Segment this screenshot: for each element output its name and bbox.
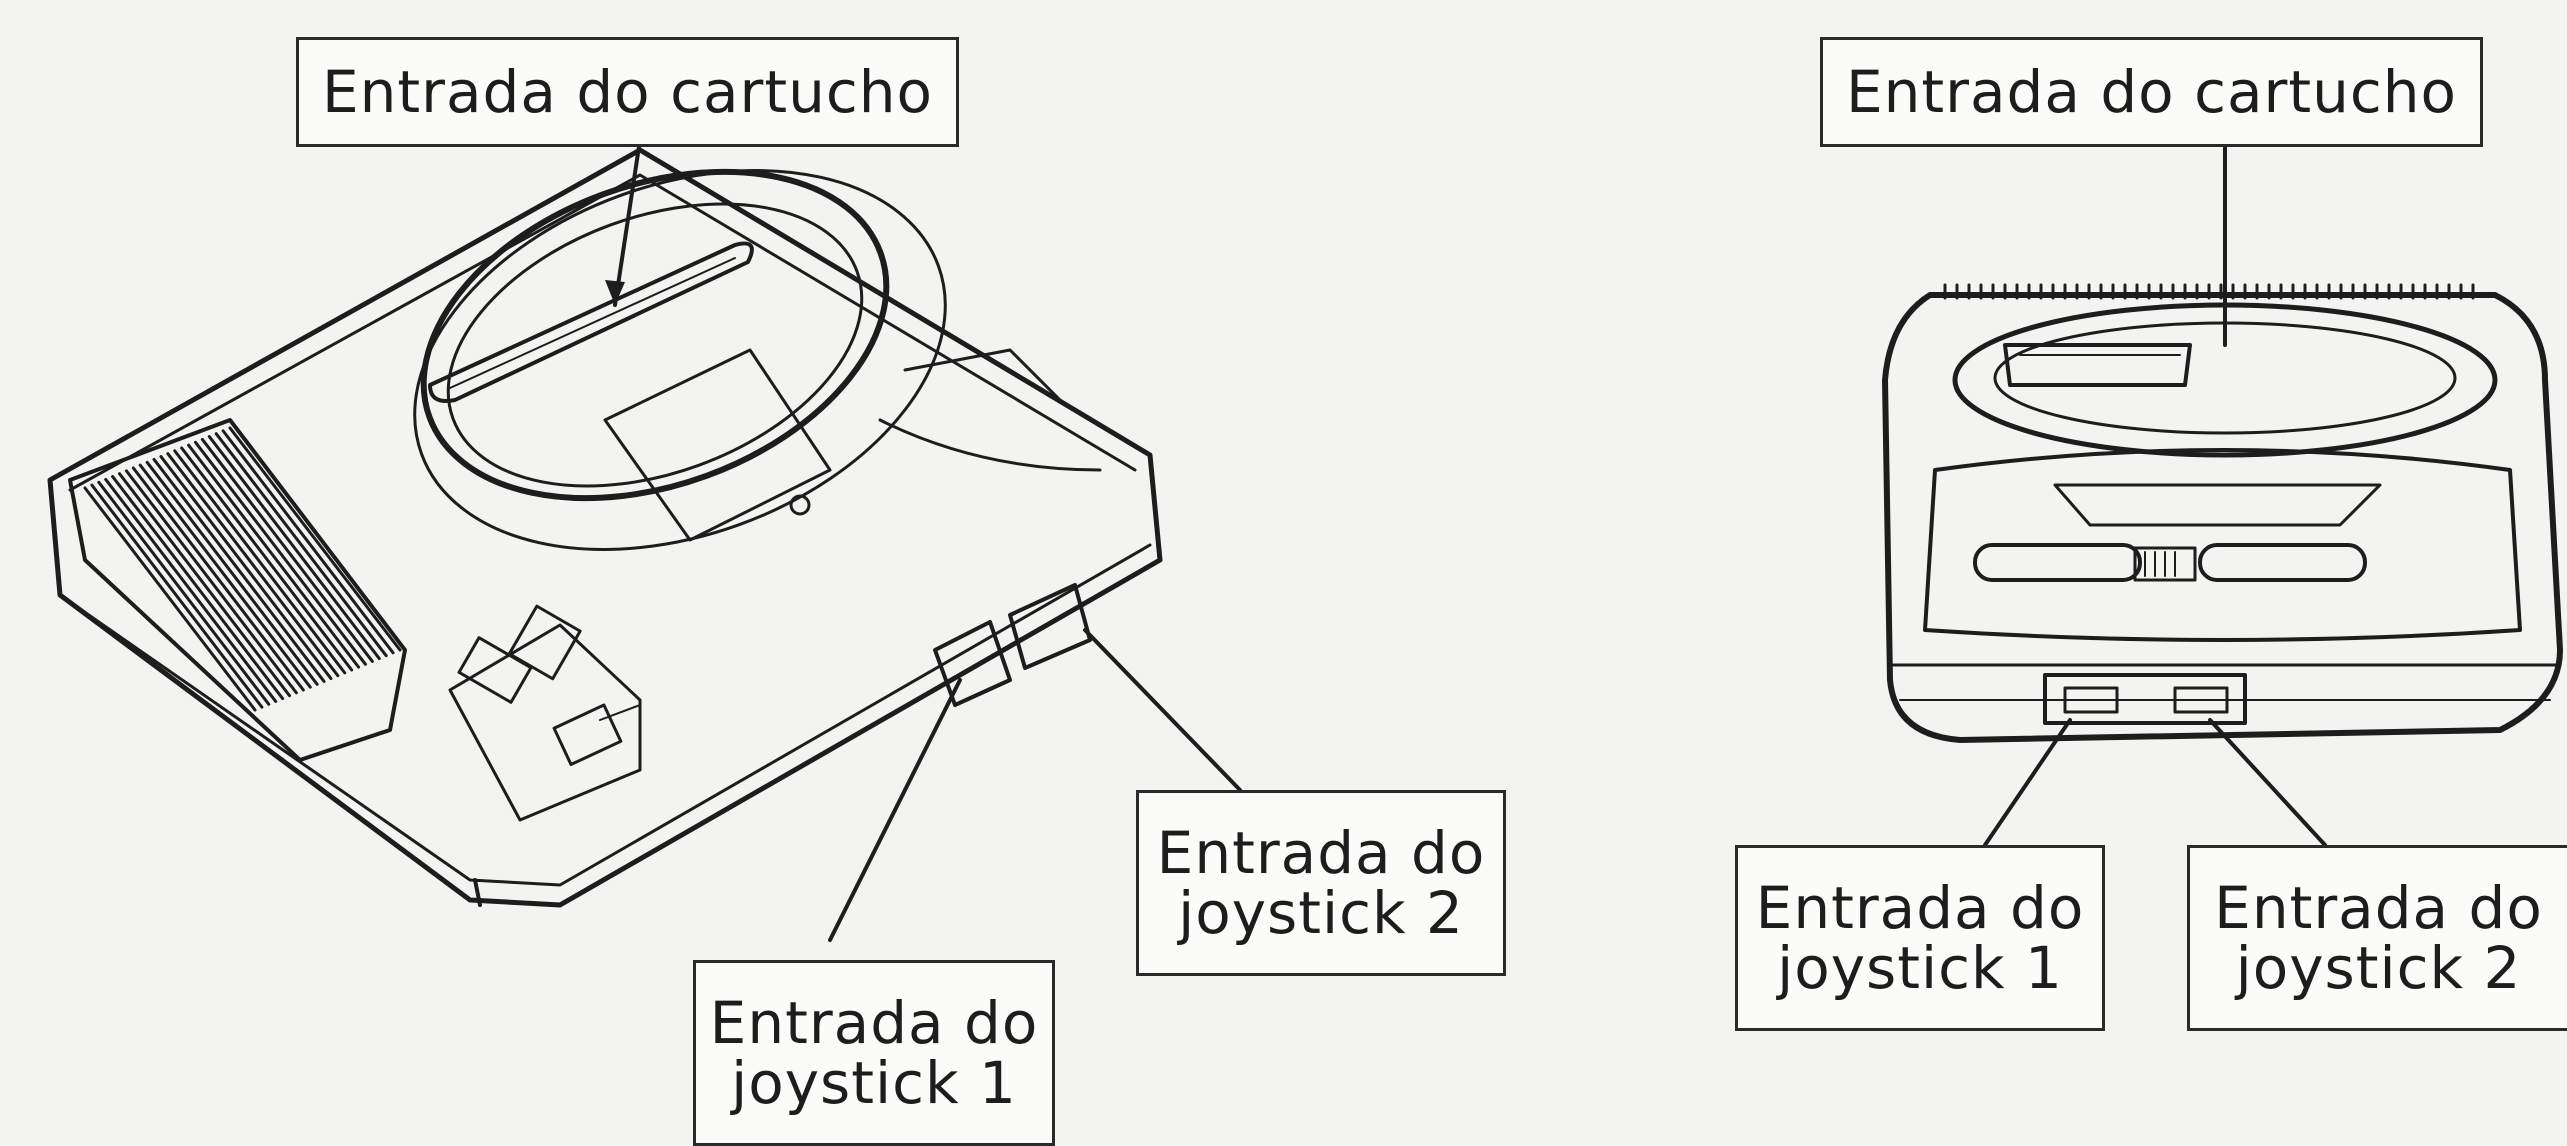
left-console-drawing	[47, 138, 1242, 942]
cartridge-dome	[413, 168, 947, 551]
vent-slat	[159, 455, 333, 681]
vent-slat	[118, 472, 292, 698]
vent-slat	[152, 457, 326, 683]
left-joystick2-label: Entrada do joystick 2	[1136, 790, 1506, 976]
vent-slat	[187, 443, 361, 669]
right-console-drawing	[1882, 138, 2563, 847]
joystick1-port-right	[2063, 686, 2119, 714]
vent-slat	[200, 437, 374, 663]
right-joystick2-line2: joystick 2	[2235, 934, 2522, 1002]
vent-slat	[104, 477, 278, 703]
right-joystick2-label: Entrada do joystick 2	[2187, 845, 2567, 1031]
vent-grill	[68, 418, 407, 762]
cartridge-slot-right	[2003, 343, 2192, 387]
vent-slat	[145, 460, 319, 686]
leader-joystick2-right	[2208, 718, 2327, 847]
vent-slat	[228, 426, 402, 652]
joystick-ports	[933, 583, 1092, 707]
vent-slat	[111, 475, 285, 701]
vent-slat	[207, 435, 381, 661]
left-joystick1-line1: Entrada do	[709, 989, 1039, 1057]
vent-slat	[180, 446, 354, 672]
diagram-canvas: Entrada do cartucho Entrada do joystick …	[47, 37, 2567, 1146]
right-joystick1-label: Entrada do joystick 1	[1735, 845, 2105, 1031]
right-joystick1-line2: joystick 1	[1777, 934, 2063, 1002]
vent-slat	[97, 480, 271, 706]
leader-joystick1-left	[828, 678, 962, 942]
left-joystick2-line1: Entrada do	[1156, 819, 1486, 887]
console-illustrations	[47, 138, 2563, 942]
vent-slat	[90, 483, 264, 709]
vent-slat	[131, 466, 305, 692]
power-reset-controls	[448, 604, 642, 822]
right-cartridge-label: Entrada do cartucho	[1820, 37, 2483, 147]
vent-slat	[166, 452, 340, 678]
right-joystick2-line1: Entrada do	[2214, 874, 2543, 942]
left-cartridge-label-text: Entrada do cartucho	[322, 58, 933, 126]
leader-joystick2-left	[1083, 628, 1242, 792]
leader-cartridge-left	[613, 138, 642, 307]
vent-slat	[193, 440, 367, 666]
vent-slat	[124, 469, 298, 695]
vent-slat	[214, 432, 388, 658]
left-joystick1-label: Entrada do joystick 1	[693, 960, 1055, 1146]
joystick2-port-right	[2173, 686, 2229, 714]
vent-slat	[173, 449, 347, 675]
left-joystick2-line2: joystick 2	[1178, 879, 1464, 947]
left-joystick1-line2: joystick 1	[731, 1049, 1017, 1117]
right-cartridge-label-text: Entrada do cartucho	[1846, 58, 2457, 126]
left-cartridge-label: Entrada do cartucho	[296, 37, 959, 147]
leader-joystick1-right	[1983, 718, 2072, 847]
right-joystick1-line1: Entrada do	[1755, 874, 2085, 942]
vent-slat	[221, 429, 395, 655]
vent-slat	[83, 486, 257, 712]
vent-slat	[138, 463, 312, 689]
